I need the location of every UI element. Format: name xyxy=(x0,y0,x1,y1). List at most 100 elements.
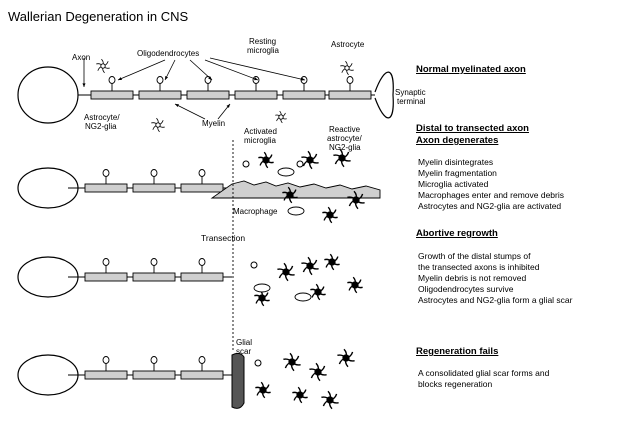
reactive-astrocyte xyxy=(296,391,304,399)
reactive-astrocyte xyxy=(326,396,334,404)
activated-microglia xyxy=(262,156,270,164)
oligodendrocyte xyxy=(198,169,206,177)
arrow-head xyxy=(226,104,230,108)
panel-item: A consolidated glial scar forms and xyxy=(418,368,550,378)
reactive-astrocyte xyxy=(306,262,314,270)
label-resting-2: microglia xyxy=(247,46,280,55)
oligodendrocyte xyxy=(198,356,206,364)
myelin-segment xyxy=(132,370,176,380)
glial-cells xyxy=(96,58,365,410)
astrocyte-ng2 xyxy=(155,122,161,128)
myelin-segment xyxy=(90,90,134,100)
panel-item: Microglia activated xyxy=(418,179,489,189)
cell-body xyxy=(17,66,79,124)
arrow-line xyxy=(204,59,259,81)
myelin-segment xyxy=(84,272,128,282)
arrow-head xyxy=(118,77,122,80)
activated-microglia xyxy=(258,294,266,302)
oligodendrocyte xyxy=(242,160,250,168)
reactive-astrocyte xyxy=(306,156,314,164)
label-oligodendrocytes: Oligodendrocytes xyxy=(137,49,200,58)
panel-item: Myelin debris is not removed xyxy=(418,273,527,283)
label-glial-scar-2: scar xyxy=(236,347,252,356)
oligodendrocyte xyxy=(150,356,158,364)
myelin-debris xyxy=(287,206,305,216)
myelin-segment xyxy=(132,272,176,282)
label-astrocyte: Astrocyte xyxy=(331,40,365,49)
panel-item: Oligodendrocytes survive xyxy=(418,284,514,294)
oligodendrocyte xyxy=(150,169,158,177)
label-activated-2: microglia xyxy=(244,136,277,145)
arrow-head xyxy=(254,77,258,81)
myelin-segment xyxy=(84,370,128,380)
oligodendrocyte xyxy=(102,258,110,266)
arrow-line xyxy=(189,59,213,81)
reactive-astrocyte xyxy=(288,358,296,366)
panel-item: Astrocytes and NG2-glia form a glial sca… xyxy=(418,295,573,305)
panel-item: Macrophages enter and remove debris xyxy=(418,190,564,200)
astrocyte xyxy=(344,65,350,71)
myelin-segment xyxy=(328,90,372,100)
panel-item: blocks regeneration xyxy=(418,379,493,389)
resting-microglia xyxy=(278,114,284,120)
diagram-title: Wallerian Degeneration in CNS xyxy=(8,9,189,24)
label-astro-ng2-1: Astrocyte/ xyxy=(84,113,120,122)
reactive-astrocyte xyxy=(314,368,322,376)
panel-subheading-degenerates: Axon degenerates xyxy=(416,135,499,146)
label-activated-1: Activated xyxy=(244,127,277,136)
myelin-segment xyxy=(138,90,182,100)
myelin-segment xyxy=(132,183,176,193)
activated-microglia xyxy=(286,191,294,199)
reactive-astrocyte xyxy=(351,281,359,289)
myelin-segment xyxy=(84,183,128,193)
panel-item: Myelin disintegrates xyxy=(418,157,494,167)
resting-microglia xyxy=(100,63,106,69)
reactive-astrocyte xyxy=(282,268,290,276)
arrow-head xyxy=(82,83,86,87)
myelin-debris xyxy=(294,292,312,302)
label-macrophage: Macrophage xyxy=(233,207,278,216)
myelin-segment xyxy=(186,90,230,100)
glial-scar xyxy=(231,352,245,409)
activated-microglia xyxy=(259,386,267,394)
panel-heading-distal: Distal to transected axon xyxy=(416,123,529,134)
arrow-line xyxy=(164,59,176,81)
oligodendrocyte xyxy=(254,359,262,367)
degenerating-myelin xyxy=(210,180,381,199)
arrow-line xyxy=(174,103,206,120)
panel-heading-abortive: Abortive regrowth xyxy=(416,228,498,239)
label-resting-1: Resting xyxy=(249,37,277,46)
myelin-segment xyxy=(180,272,224,282)
label-myelin: Myelin xyxy=(202,119,226,128)
arrow-head xyxy=(165,76,169,80)
myelin-debris xyxy=(253,283,271,293)
label-reactive-2: astrocyte/ xyxy=(327,134,362,143)
label-synaptic-1: Synaptic xyxy=(395,88,426,97)
label-axon: Axon xyxy=(72,53,91,62)
arrow-head xyxy=(208,76,212,80)
label-transection: Transection xyxy=(201,233,246,243)
oligodendrocyte xyxy=(108,76,116,84)
reactive-astrocyte xyxy=(328,258,336,266)
label-arrows xyxy=(82,57,306,120)
oligodendrocyte xyxy=(198,258,206,266)
arrow-line xyxy=(117,59,166,81)
reactive-astrocyte xyxy=(326,211,334,219)
arrow-line xyxy=(209,57,306,81)
oligodendrocyte xyxy=(150,258,158,266)
myelin-segment xyxy=(282,90,326,100)
panel-item: Growth of the distal stumps of xyxy=(418,251,531,261)
panel-item: Astrocytes and NG2-glia are activated xyxy=(418,201,562,211)
synaptic-terminal xyxy=(374,71,394,119)
myelin-segment xyxy=(234,90,278,100)
arrow-head xyxy=(301,77,305,81)
label-synaptic-2: terminal xyxy=(397,97,426,106)
axon-rows xyxy=(17,66,394,409)
oligodendrocyte xyxy=(102,169,110,177)
oligodendrocyte xyxy=(296,160,304,168)
reactive-astrocyte xyxy=(352,196,360,204)
oligodendrocyte xyxy=(250,261,258,269)
myelin-debris xyxy=(277,167,295,177)
